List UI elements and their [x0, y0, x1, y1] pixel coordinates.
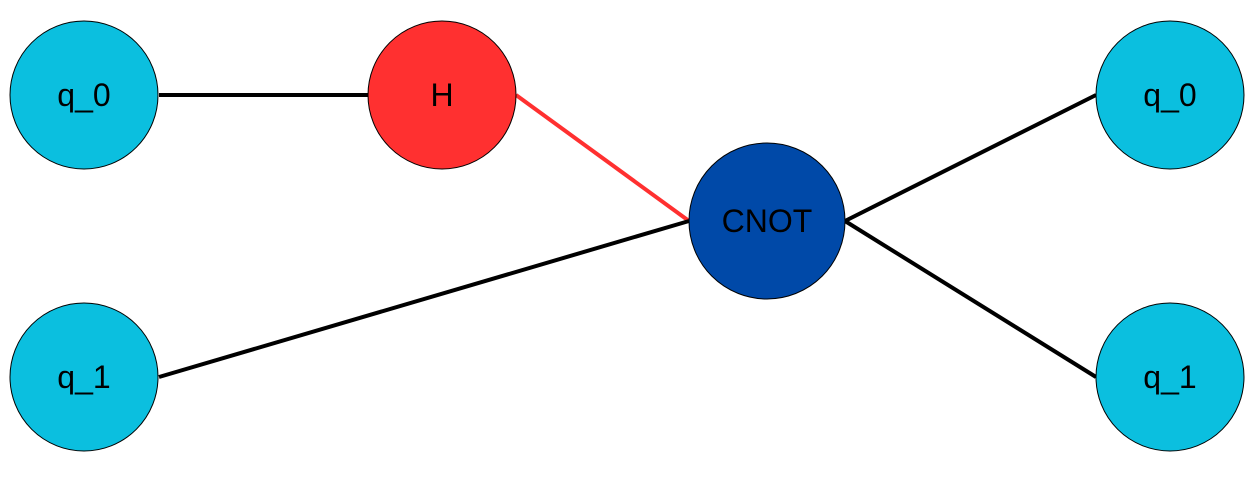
qubit-node-q0-input: q_0	[9, 20, 159, 170]
edge-q1-in-to-cnot	[158, 219, 690, 379]
cnot-gate-circle	[688, 142, 846, 300]
qubit-node-label: q_0	[1143, 77, 1196, 113]
hadamard-gate-node: H	[367, 20, 517, 170]
hadamard-gate-circle	[367, 20, 517, 170]
qubit-node-label: q_0	[57, 77, 110, 113]
edge-cnot-to-q0-out	[844, 93, 1097, 223]
nodes-layer: q_0 H q_1 CNOT q_0 q_1	[9, 20, 1245, 452]
qubit-node-q0-output: q_0	[1095, 20, 1245, 170]
cnot-gate-label: CNOT	[722, 203, 813, 239]
qubit-node-circle	[9, 302, 159, 452]
qubit-node-label: q_1	[1143, 359, 1196, 395]
qubit-node-q1-input: q_1	[9, 302, 159, 452]
qubit-node-circle	[9, 20, 159, 170]
edge-cnot-to-q1-out	[843, 219, 1098, 379]
cnot-gate-node: CNOT	[688, 142, 846, 300]
qubit-node-circle	[1095, 20, 1245, 170]
edge-h-to-cnot	[514, 93, 691, 223]
edges-layer	[158, 93, 1098, 379]
qubit-node-q1-output: q_1	[1095, 302, 1245, 452]
qubit-node-circle	[1095, 302, 1245, 452]
hadamard-gate-label: H	[430, 77, 453, 113]
qubit-node-label: q_1	[57, 359, 110, 395]
